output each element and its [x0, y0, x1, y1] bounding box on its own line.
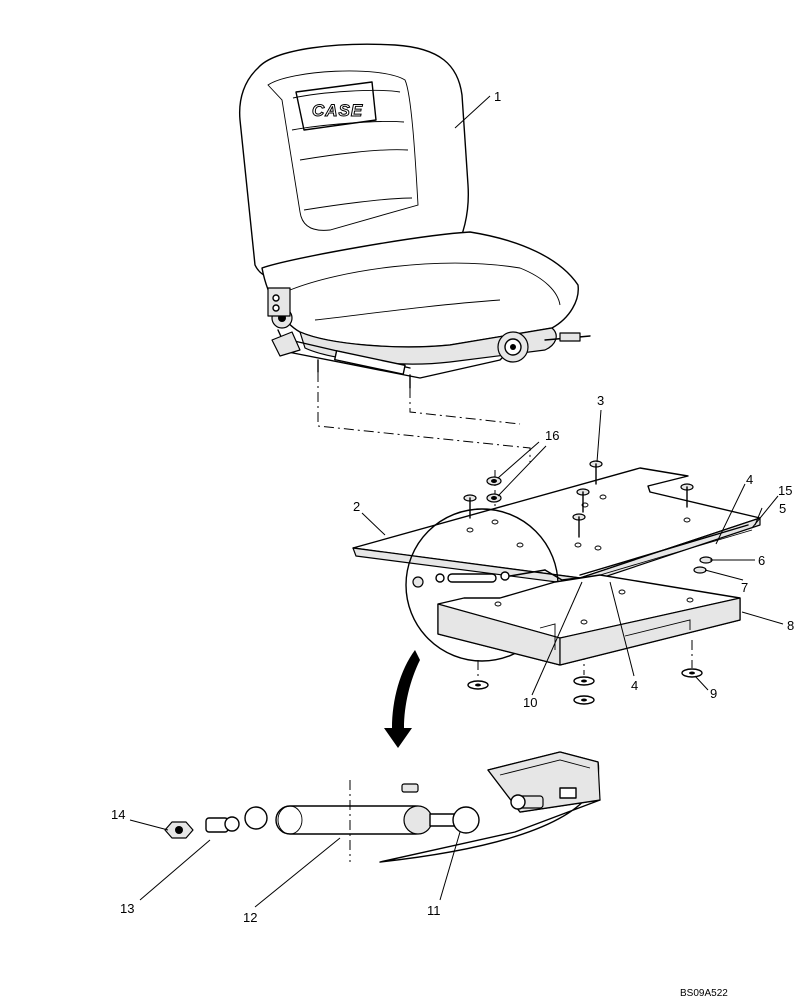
callout-4a: 4 [746, 472, 753, 487]
callout-14: 14 [111, 807, 125, 822]
callout-15: 15 [778, 483, 792, 498]
figure-reference: BS09A522 [680, 988, 728, 999]
callout-9: 9 [710, 686, 717, 701]
gas-spring-icon [244, 805, 480, 835]
gas-spring-small-icon [412, 569, 579, 588]
seat-base-icon [437, 574, 741, 666]
callout-3: 3 [597, 393, 604, 408]
detail-arrow [384, 650, 420, 748]
callout-labels: 1 2 3 4 4 5 6 7 8 9 10 11 12 13 14 15 16 [111, 89, 794, 925]
leader-lines [129, 95, 784, 908]
callout-1: 1 [494, 89, 501, 104]
detail-view [164, 751, 601, 863]
callout-11: 11 [427, 903, 441, 918]
callout-7: 7 [741, 580, 748, 595]
callout-12: 12 [243, 910, 257, 925]
brand-logo: CASE [312, 101, 363, 120]
callout-2: 2 [353, 499, 360, 514]
callout-4b: 4 [631, 678, 638, 693]
callout-13: 13 [120, 901, 134, 916]
bottom-washer-icon [467, 668, 703, 705]
callout-16: 16 [545, 428, 559, 443]
callout-5: 5 [779, 501, 786, 516]
operator-seat-icon: CASE [238, 43, 591, 389]
bolt-icon [463, 460, 694, 538]
callout-6: 6 [758, 553, 765, 568]
callout-8: 8 [787, 618, 794, 633]
callout-10: 10 [523, 695, 537, 710]
washer-icon [486, 476, 502, 503]
mounting-plate-icon [352, 467, 761, 586]
